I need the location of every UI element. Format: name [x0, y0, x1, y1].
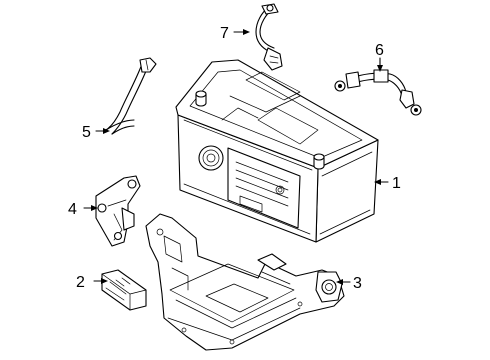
leader-2 — [93, 278, 108, 284]
vent-hose — [105, 57, 157, 135]
callout-5: 5 — [82, 124, 91, 141]
callout-4: 4 — [68, 201, 77, 218]
battery — [175, 59, 379, 243]
leader-5 — [95, 128, 110, 134]
battery-tray — [145, 213, 345, 351]
positive-cable — [255, 3, 283, 71]
callout-1: 1 — [392, 175, 401, 192]
tray-bracket — [95, 175, 141, 247]
leader-7 — [233, 29, 250, 35]
terminal-cover — [101, 269, 147, 311]
leader-3 — [336, 279, 351, 285]
leader-6 — [377, 57, 383, 72]
leader-4 — [83, 205, 98, 211]
callout-7: 7 — [220, 25, 229, 42]
callout-2: 2 — [76, 274, 85, 291]
ground-cable — [334, 69, 422, 116]
callout-6: 6 — [375, 42, 384, 59]
callout-3: 3 — [353, 275, 362, 292]
leader-1 — [374, 179, 389, 185]
